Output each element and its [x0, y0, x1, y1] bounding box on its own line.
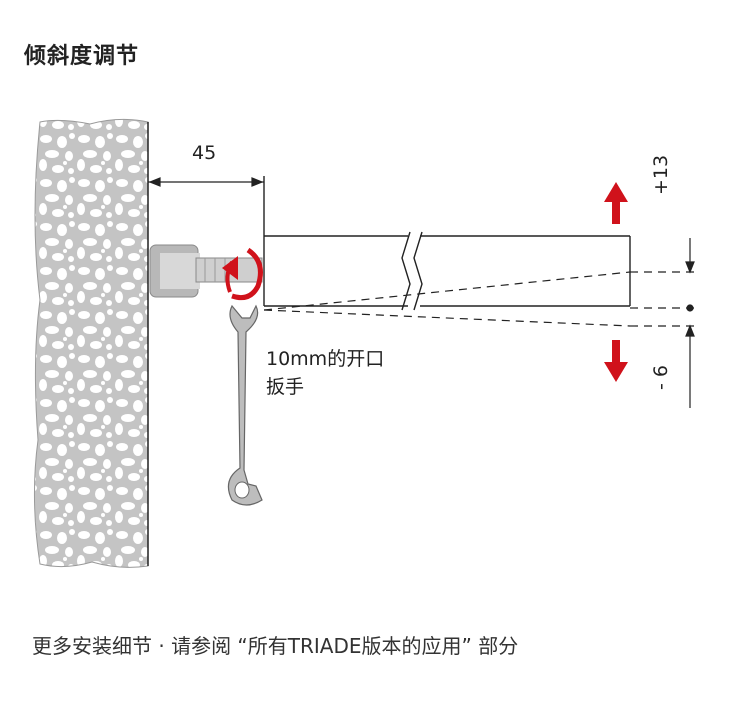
- arrow-down-icon: [604, 340, 628, 382]
- adjust-up-label: +13: [650, 154, 672, 195]
- footer-note: 更多安装细节 · 请参阅 “所有TRIADE版本的应用” 部分: [32, 634, 519, 658]
- adjust-down-label: - 6: [650, 365, 672, 390]
- wall-anchor: [149, 244, 263, 298]
- wrench-label-line2: 扳手: [266, 376, 305, 398]
- rotate-arrow-icon: [222, 247, 263, 301]
- height-dimension: [685, 238, 695, 408]
- wall: [33, 118, 149, 568]
- width-dimension: [148, 177, 264, 187]
- wrench-icon: [227, 304, 263, 506]
- page-title: 倾斜度调节: [24, 44, 140, 69]
- tilt-lines: [263, 271, 698, 327]
- wrench-label-line1: 10mm的开口: [266, 348, 385, 370]
- shelf: [263, 176, 631, 311]
- arrow-up-icon: [604, 182, 628, 224]
- width-dimension-label: 45: [192, 142, 217, 164]
